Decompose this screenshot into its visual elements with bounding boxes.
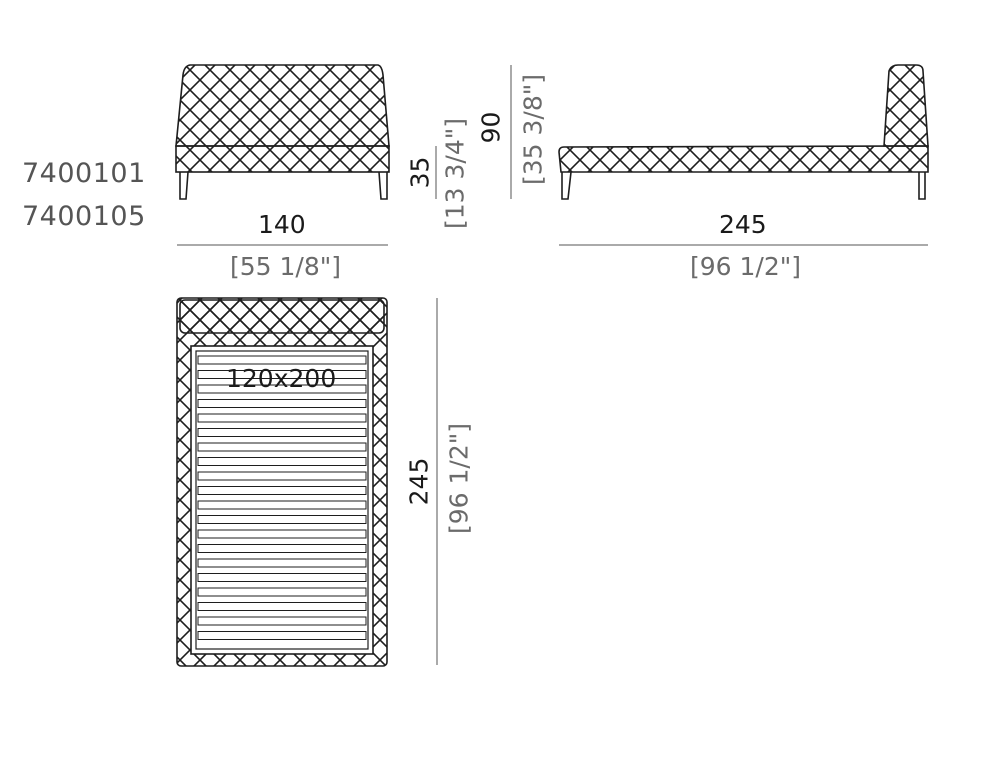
bed-slat bbox=[197, 486, 367, 495]
bed-slat bbox=[197, 355, 367, 365]
bed-slat bbox=[197, 529, 367, 539]
bed-slat bbox=[197, 573, 367, 582]
front-width-cm: 140 bbox=[258, 210, 306, 239]
top-view bbox=[176, 297, 388, 667]
bed-slat bbox=[197, 413, 367, 423]
front-view bbox=[175, 64, 390, 200]
top-length-cm: 245 bbox=[404, 457, 434, 506]
top-length-inch: [96 1/2"] bbox=[444, 423, 474, 534]
bed-slat bbox=[197, 558, 367, 568]
side-leg-left bbox=[561, 171, 572, 200]
front-width-inch: [55 1/8"] bbox=[230, 252, 341, 281]
bed-slat bbox=[197, 587, 367, 597]
bed-slat bbox=[197, 384, 367, 394]
bed-slat bbox=[197, 602, 367, 611]
side-base bbox=[558, 145, 929, 173]
bed-slat bbox=[197, 616, 367, 626]
side-leg-right bbox=[918, 172, 926, 200]
top-headboard bbox=[179, 299, 385, 334]
product-codes: 7400101 7400105 bbox=[22, 152, 146, 238]
seat-height-inch: [13 3/4"] bbox=[440, 118, 470, 229]
front-base bbox=[175, 145, 390, 173]
bed-slat bbox=[197, 399, 367, 408]
front-headboard bbox=[175, 64, 390, 147]
bed-slat bbox=[197, 544, 367, 553]
bed-slat bbox=[197, 457, 367, 466]
bed-slat bbox=[197, 515, 367, 524]
seat-height-cm: 35 bbox=[405, 156, 435, 189]
product-code: 7400101 bbox=[22, 158, 146, 189]
side-view bbox=[558, 64, 929, 200]
bed-slat bbox=[197, 442, 367, 452]
headboard-height-inch: [35 3/8"] bbox=[518, 74, 548, 185]
headboard-height-cm: 90 bbox=[476, 111, 506, 144]
front-leg-left bbox=[179, 171, 189, 200]
front-leg-right bbox=[378, 171, 388, 200]
bed-slat bbox=[197, 428, 367, 437]
slat-group bbox=[197, 355, 367, 640]
bed-slat bbox=[197, 500, 367, 510]
side-length-inch: [96 1/2"] bbox=[690, 252, 801, 281]
bed-slat bbox=[197, 471, 367, 481]
side-length-cm: 245 bbox=[719, 210, 767, 239]
bed-slat bbox=[197, 370, 367, 379]
product-code: 7400105 bbox=[22, 201, 146, 232]
bed-slat bbox=[197, 631, 367, 640]
mattress-size-label: 120x200 bbox=[226, 364, 337, 393]
side-headboard bbox=[883, 64, 929, 147]
